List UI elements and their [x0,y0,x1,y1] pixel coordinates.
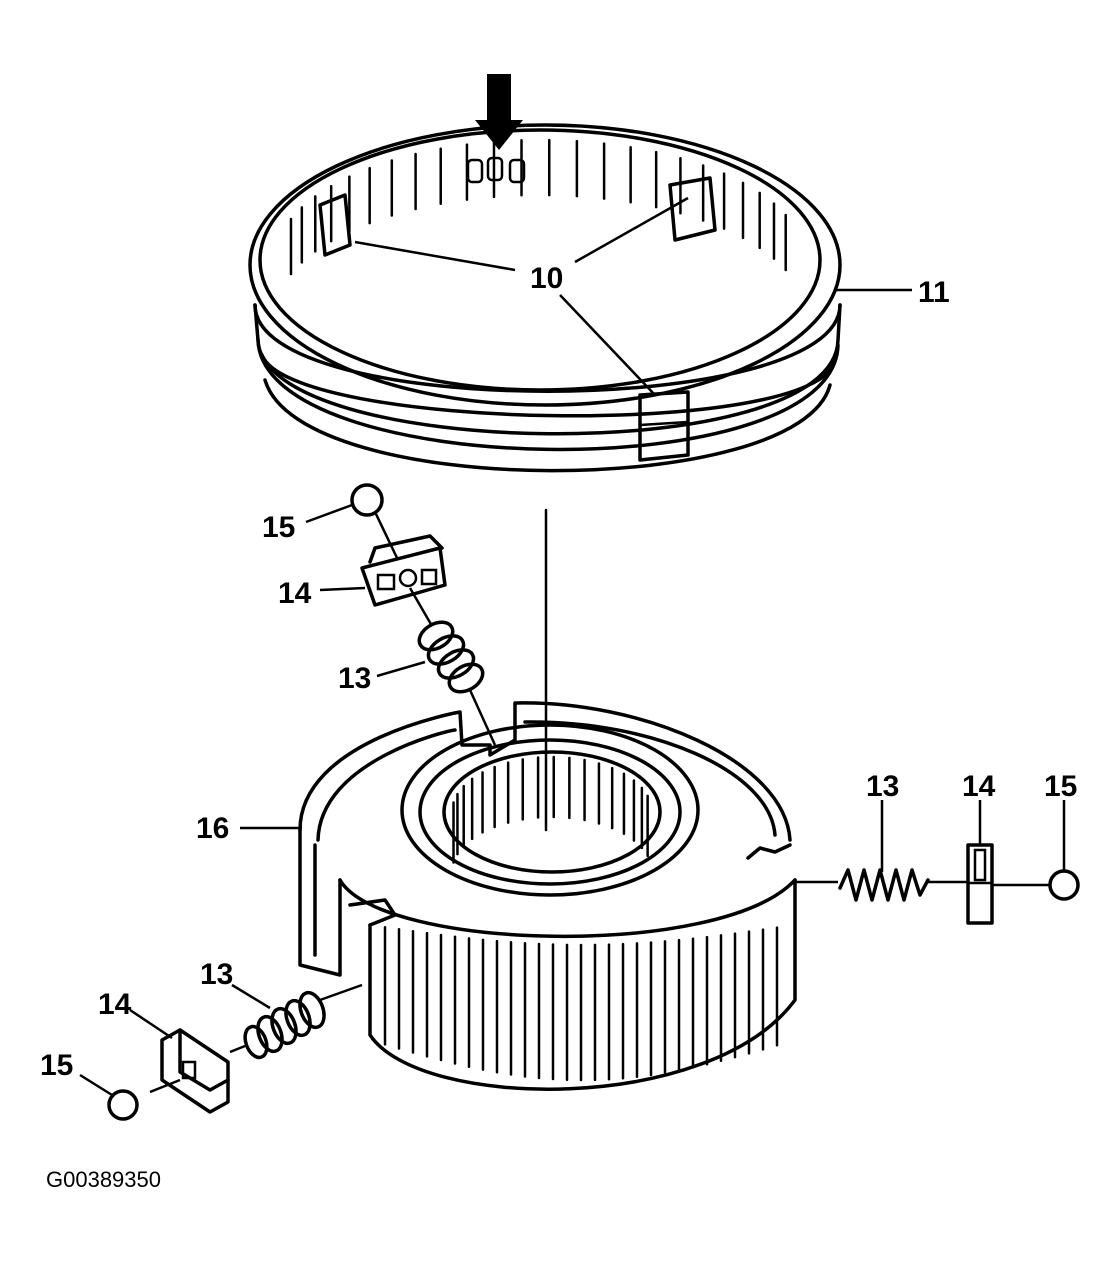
upper-spring [417,620,485,694]
right-spring [838,868,930,902]
label-16: 16 [196,812,229,845]
lower-key [160,1028,230,1114]
label-13-right: 13 [866,770,899,803]
figure-code: G00389350 [46,1167,161,1192]
synchronizer-hub [298,701,797,1091]
upper-key [360,534,447,607]
label-14-upper: 14 [278,577,312,610]
leader-10-left [354,240,516,272]
direction-arrow [475,74,523,150]
leader-10-down [559,294,656,396]
label-15-right: 15 [1044,770,1077,803]
label-14-lower: 14 [98,988,132,1021]
leader-10-right [574,196,689,264]
right-ball [1048,869,1080,901]
lower-ball [107,1089,139,1121]
synchronizer-sleeve [248,123,842,473]
label-13-upper: 13 [338,662,371,695]
label-14-right: 14 [962,770,996,803]
right-key [966,843,994,925]
label-13-lower: 13 [200,958,233,991]
lower-spring [243,990,326,1060]
label-15-lower: 15 [40,1049,73,1082]
upper-ball [350,483,384,517]
label-10: 10 [530,262,563,295]
label-15-upper: 15 [262,511,295,544]
label-11: 11 [918,276,950,309]
